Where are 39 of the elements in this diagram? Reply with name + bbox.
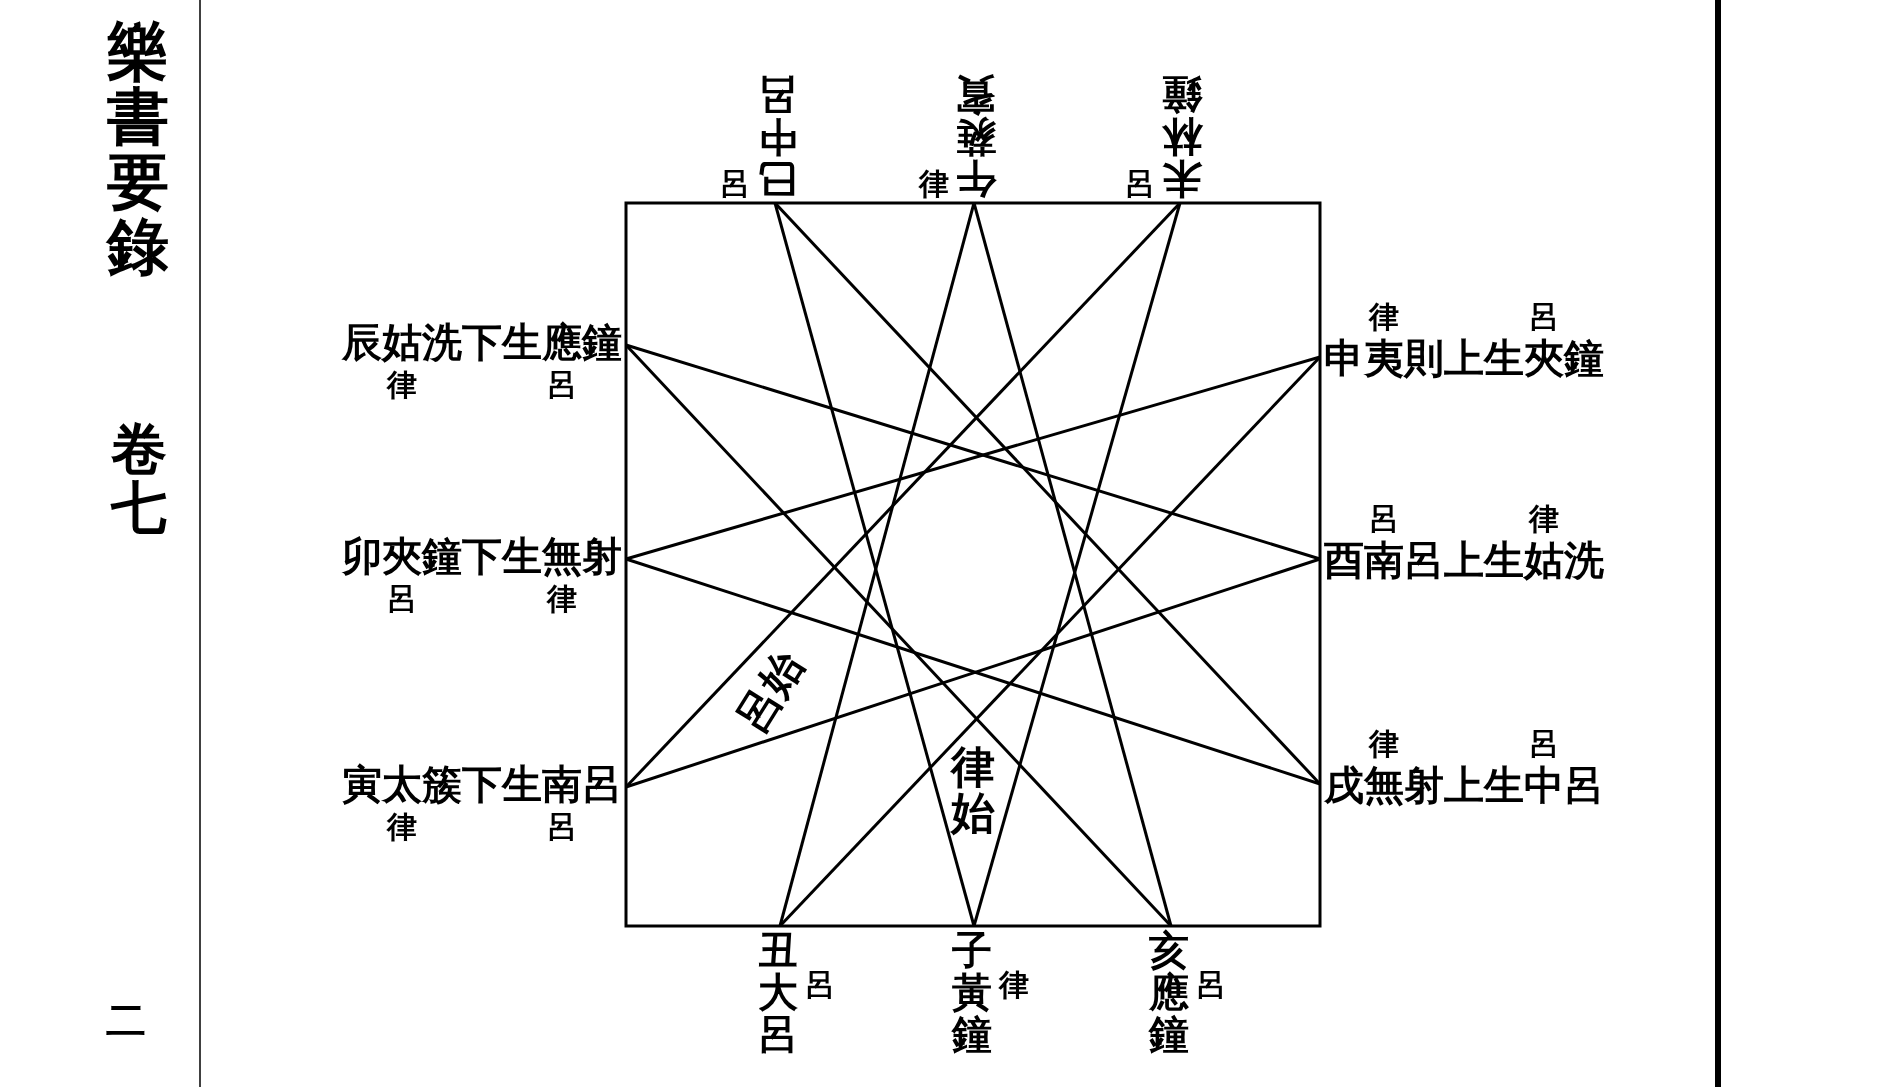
pitch-label: 酉南呂上生姑洗 <box>1324 540 1604 583</box>
pitch-mark: 律 <box>919 169 950 199</box>
pitch-mark: 律 <box>387 369 417 400</box>
pitch-mark: 呂 <box>547 811 577 842</box>
pitch-label: 申夷則上生夾鐘 <box>1324 338 1604 381</box>
diagram-note: 呂始 <box>729 644 811 740</box>
pitch-label: 辰姑洗下生應鐘 <box>342 321 622 364</box>
volume-number: 卷七 <box>110 420 169 538</box>
star-line <box>778 355 1322 928</box>
pitch-label: 亥應鐘 <box>1147 930 1190 1056</box>
pitch-mark: 呂 <box>1369 504 1399 535</box>
pitch-mark: 律 <box>387 811 417 842</box>
pitch-label: 戌無射上生中呂 <box>1324 765 1604 808</box>
book-title: 樂書要錄 <box>105 20 170 281</box>
pitch-label: 未林鐘 <box>1161 73 1204 199</box>
pitch-mark: 律 <box>998 970 1029 1000</box>
pitch-label: 丑大呂 <box>756 930 799 1056</box>
star-line <box>624 343 1173 928</box>
pitch-mark: 呂 <box>547 369 577 400</box>
pitch-mark: 律 <box>547 583 577 614</box>
pitch-label: 巳中呂 <box>756 73 799 199</box>
pitch-label: 寅太簇下生南呂 <box>342 763 622 806</box>
pitch-mark: 律 <box>1369 302 1399 333</box>
pitch-label: 卯夾鐘下生無射 <box>342 535 622 578</box>
pitch-mark: 呂 <box>804 970 835 1000</box>
pitch-mark: 呂 <box>1125 169 1156 199</box>
star-line <box>624 201 1182 789</box>
pitch-mark: 律 <box>1369 729 1399 760</box>
pitch-label: 子黃鐘 <box>950 930 993 1056</box>
page-number: 二 <box>105 1000 147 1042</box>
pitch-mark: 呂 <box>387 583 417 614</box>
pitch-mark: 呂 <box>1195 970 1226 1000</box>
pitch-mark: 律 <box>1529 504 1559 535</box>
pitch-mark: 呂 <box>1529 729 1559 760</box>
star-line <box>773 201 1322 786</box>
diagram-note: 律始 <box>950 745 997 838</box>
pitch-label: 午蕤賓 <box>955 73 998 199</box>
pitch-mark: 呂 <box>720 169 751 199</box>
pitch-mark: 呂 <box>1529 302 1559 333</box>
